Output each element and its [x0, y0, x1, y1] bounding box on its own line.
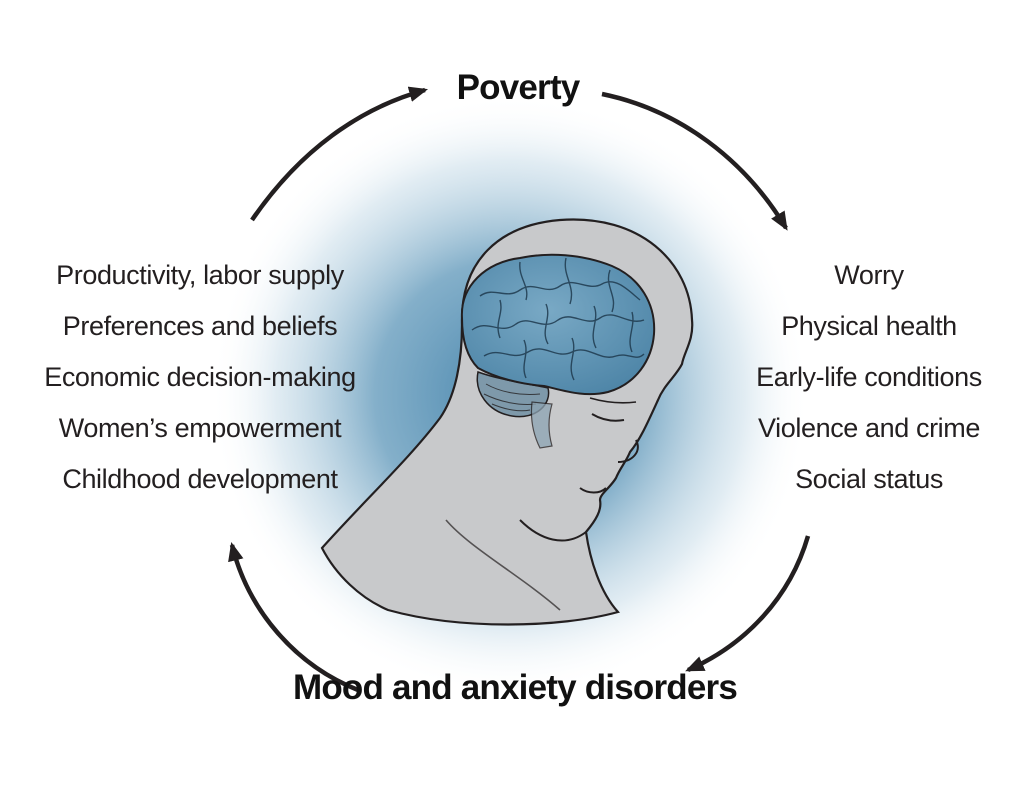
- neck-line: [445, 519, 561, 611]
- arrow-right-to-disorders: [685, 535, 811, 673]
- left-factor-item: Women’s empowerment: [58, 413, 342, 443]
- left-factor-item: Preferences and beliefs: [62, 311, 338, 341]
- right-factors: Worry Physical health Early-life conditi…: [738, 250, 1000, 505]
- left-factor-item: Childhood development: [62, 464, 338, 494]
- right-factor-item: Worry: [834, 260, 904, 290]
- left-factor-item: Productivity, labor supply: [56, 260, 344, 290]
- brainstem: [530, 401, 553, 449]
- eye: [591, 413, 625, 422]
- right-factor-item: Social status: [795, 464, 943, 494]
- right-factor-item: Physical health: [781, 311, 957, 341]
- mood-anxiety-node: Mood and anxiety disorders: [292, 668, 738, 707]
- poverty-node: Poverty: [456, 68, 581, 107]
- right-factor-item: Early-life conditions: [756, 362, 982, 392]
- right-factor-item: Violence and crime: [758, 413, 980, 443]
- brain-folds: [471, 257, 645, 381]
- left-factor-item: Economic decision-making: [44, 362, 356, 392]
- eyebrow: [589, 397, 637, 404]
- left-factors: Productivity, labor supply Preferences a…: [20, 250, 380, 505]
- brain: [460, 253, 656, 449]
- cerebrum: [460, 253, 656, 396]
- nose: [617, 439, 639, 463]
- mouth: [579, 487, 607, 494]
- jaw-line: [519, 519, 587, 542]
- arrow-disorders-to-left: [228, 541, 359, 693]
- arrow-left-to-poverty: [250, 86, 429, 222]
- arrow-poverty-to-right: [601, 91, 788, 231]
